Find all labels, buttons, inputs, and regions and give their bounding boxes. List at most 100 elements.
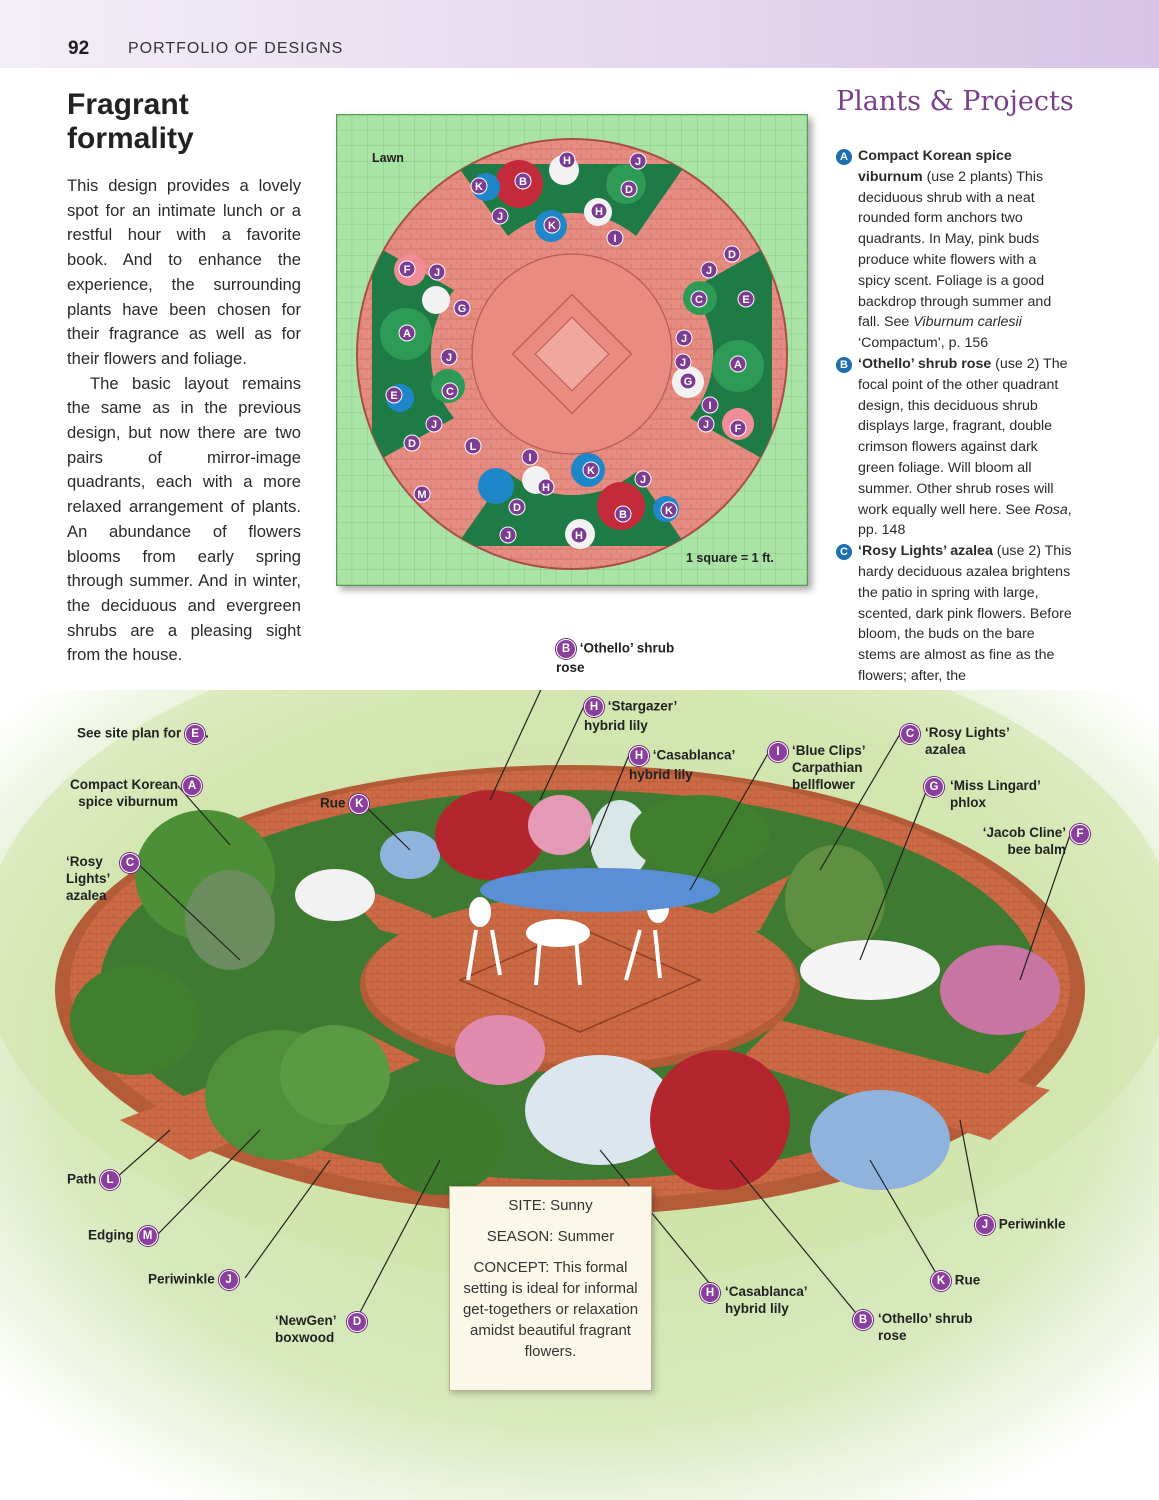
intro-text: This design provides a lovely spot for a… [67,174,301,668]
svg-text:K: K [475,181,483,193]
svg-text:C: C [695,294,703,306]
callout-h-stargazer: H ‘Stargazer’ hybrid lily [584,697,684,734]
label-l-badge: L [100,1170,121,1190]
plant-item-b: B ‘Othello’ shrub rose (use 2) The focal… [836,354,1072,541]
callout-a-viburnum: A Compact Korean spice viburnum [66,776,202,810]
svg-text:J: J [431,419,437,431]
label-k-badge: K [349,794,370,814]
svg-text:J: J [680,357,686,369]
callout-b-top-text: ‘Othello’ shrub rose [556,640,675,675]
svg-text:J: J [434,267,440,279]
callout-m-edging: Edging M [88,1226,158,1246]
plant-name: ‘Othello’ shrub rose [858,355,992,372]
callout-h-bottom-text: ‘Casablanca’ hybrid lily [725,1284,807,1316]
callout-h-casablanca-top: H ‘Casablanca’ hybrid lily [629,746,741,783]
label-e-badge: E [185,724,206,744]
callout-h-stargazer-text: ‘Stargazer’ hybrid lily [584,698,677,733]
callout-h-casablanca-top-text: ‘Casablanca’ hybrid lily [629,747,735,782]
plant-letter-badge: C [836,544,852,561]
svg-text:B: B [619,509,627,521]
callout-c-azalea-left: C ‘Rosy Lights’ azalea [66,853,140,904]
callout-m-text: Edging [88,1227,134,1243]
svg-text:H: H [595,206,603,218]
callout-k-right-text: Rue [954,1272,981,1288]
intro-paragraph-1: This design provides a lovely spot for a… [67,176,301,368]
article-title: Fragrant formality [67,88,194,156]
plant-reference-page: ‘Compactum’, p. 156 [858,335,989,352]
svg-text:D: D [408,438,416,450]
svg-text:D: D [625,184,633,196]
callout-d-boxwood: D ‘NewGen’ boxwood [275,1312,367,1346]
title-line-1: Fragrant [67,88,189,121]
svg-text:F: F [404,264,411,276]
callout-f-text: ‘Jacob Cline’ bee balm [982,825,1066,857]
callout-k-rue-left: Rue K [320,794,370,814]
plant-description: This hardy deciduous azalea brightens th… [858,543,1072,684]
svg-text:H: H [563,155,571,167]
label-k-badge: K [931,1271,951,1291]
svg-text:L: L [470,441,477,453]
svg-text:H: H [542,482,550,494]
plant-name: Compact Korean spice viburnum [858,148,1012,185]
site-plan: Lawn [336,114,808,586]
season-text: SEASON: Summer [486,1228,615,1245]
callout-g-text: ‘Miss Lingard’ phlox [950,778,1041,810]
label-j-badge: J [975,1215,995,1235]
plant-item-a: A Compact Korean spice viburnum (use 2 p… [836,146,1072,354]
callout-c-azalea-right: C ‘Rosy Lights’ azalea [900,724,1020,758]
callout-leader-lines [115,690,1071,1321]
callout-b-bottom-text: ‘Othello’ shrub rose [878,1311,973,1343]
svg-text:J: J [703,419,709,431]
label-c-badge: C [120,853,140,873]
svg-text:J: J [505,530,511,542]
svg-text:H: H [575,530,583,542]
garden-plants [70,790,1060,1195]
callout-b-rose-top: B ‘Othello’ shrub rose [556,639,686,676]
svg-text:F: F [735,423,742,435]
plant-use: (use 2 plants) [922,168,1013,185]
plants-projects-list: A Compact Korean spice viburnum (use 2 p… [836,146,1072,687]
svg-text:A: A [734,359,742,371]
see-site-plan-text: See site plan for [77,725,182,741]
callout-l-text: Path [67,1171,97,1187]
svg-text:K: K [587,465,595,477]
plant-description: This deciduous shrub with a neat rounded… [858,168,1052,331]
callout-d-text: ‘NewGen’ boxwood [275,1313,336,1345]
callout-c-right-text: ‘Rosy Lights’ azalea [925,725,1010,757]
label-i-badge: I [768,742,788,762]
callout-h-casablanca-bottom: H ‘Casablanca’ hybrid lily [700,1283,812,1317]
svg-text:J: J [497,211,503,223]
plant-reference-page: , pp. 148 [858,501,1072,539]
garden-illustration [0,690,1159,1500]
callout-see-site-plan: See site plan for E. [77,724,209,744]
callout-j-left-text: Periwinkle [148,1271,215,1287]
label-b-badge: B [853,1310,873,1330]
plant-description: The focal point of the other quadrant de… [858,355,1068,518]
svg-text:G: G [458,303,467,315]
plant-letter-badge: A [836,149,852,165]
svg-text:J: J [640,474,646,486]
plant-reference-genus: Rosa [1034,501,1068,518]
svg-text:K: K [665,505,673,517]
see-site-plan-period: . [205,725,209,741]
scale-label: 1 square = 1 ft. [686,551,774,565]
header-band [0,0,1159,68]
label-d-badge: D [347,1312,367,1332]
svg-text:I: I [528,452,531,464]
callout-j-right-text: Periwinkle [998,1216,1066,1232]
callout-c-left-text: ‘Rosy Lights’ azalea [66,854,110,903]
concept-text: CONCEPT: This formal setting is ideal fo… [462,1259,639,1360]
svg-text:J: J [706,265,712,277]
label-b-badge: B [556,639,576,659]
plant-letter-badge: B [836,356,852,373]
svg-text:J: J [681,333,687,345]
label-c-badge: C [900,724,920,744]
section-title: PORTFOLIO OF DESIGNS [128,40,344,57]
svg-text:I: I [613,233,616,245]
label-a-badge: A [182,776,202,796]
plants-projects-title: Plants & Projects [836,86,1074,117]
svg-text:M: M [417,489,426,501]
site-info-box: SITE: Sunny SEASON: Summer CONCEPT: This… [449,1186,652,1391]
callout-k-left-text: Rue [320,795,346,811]
